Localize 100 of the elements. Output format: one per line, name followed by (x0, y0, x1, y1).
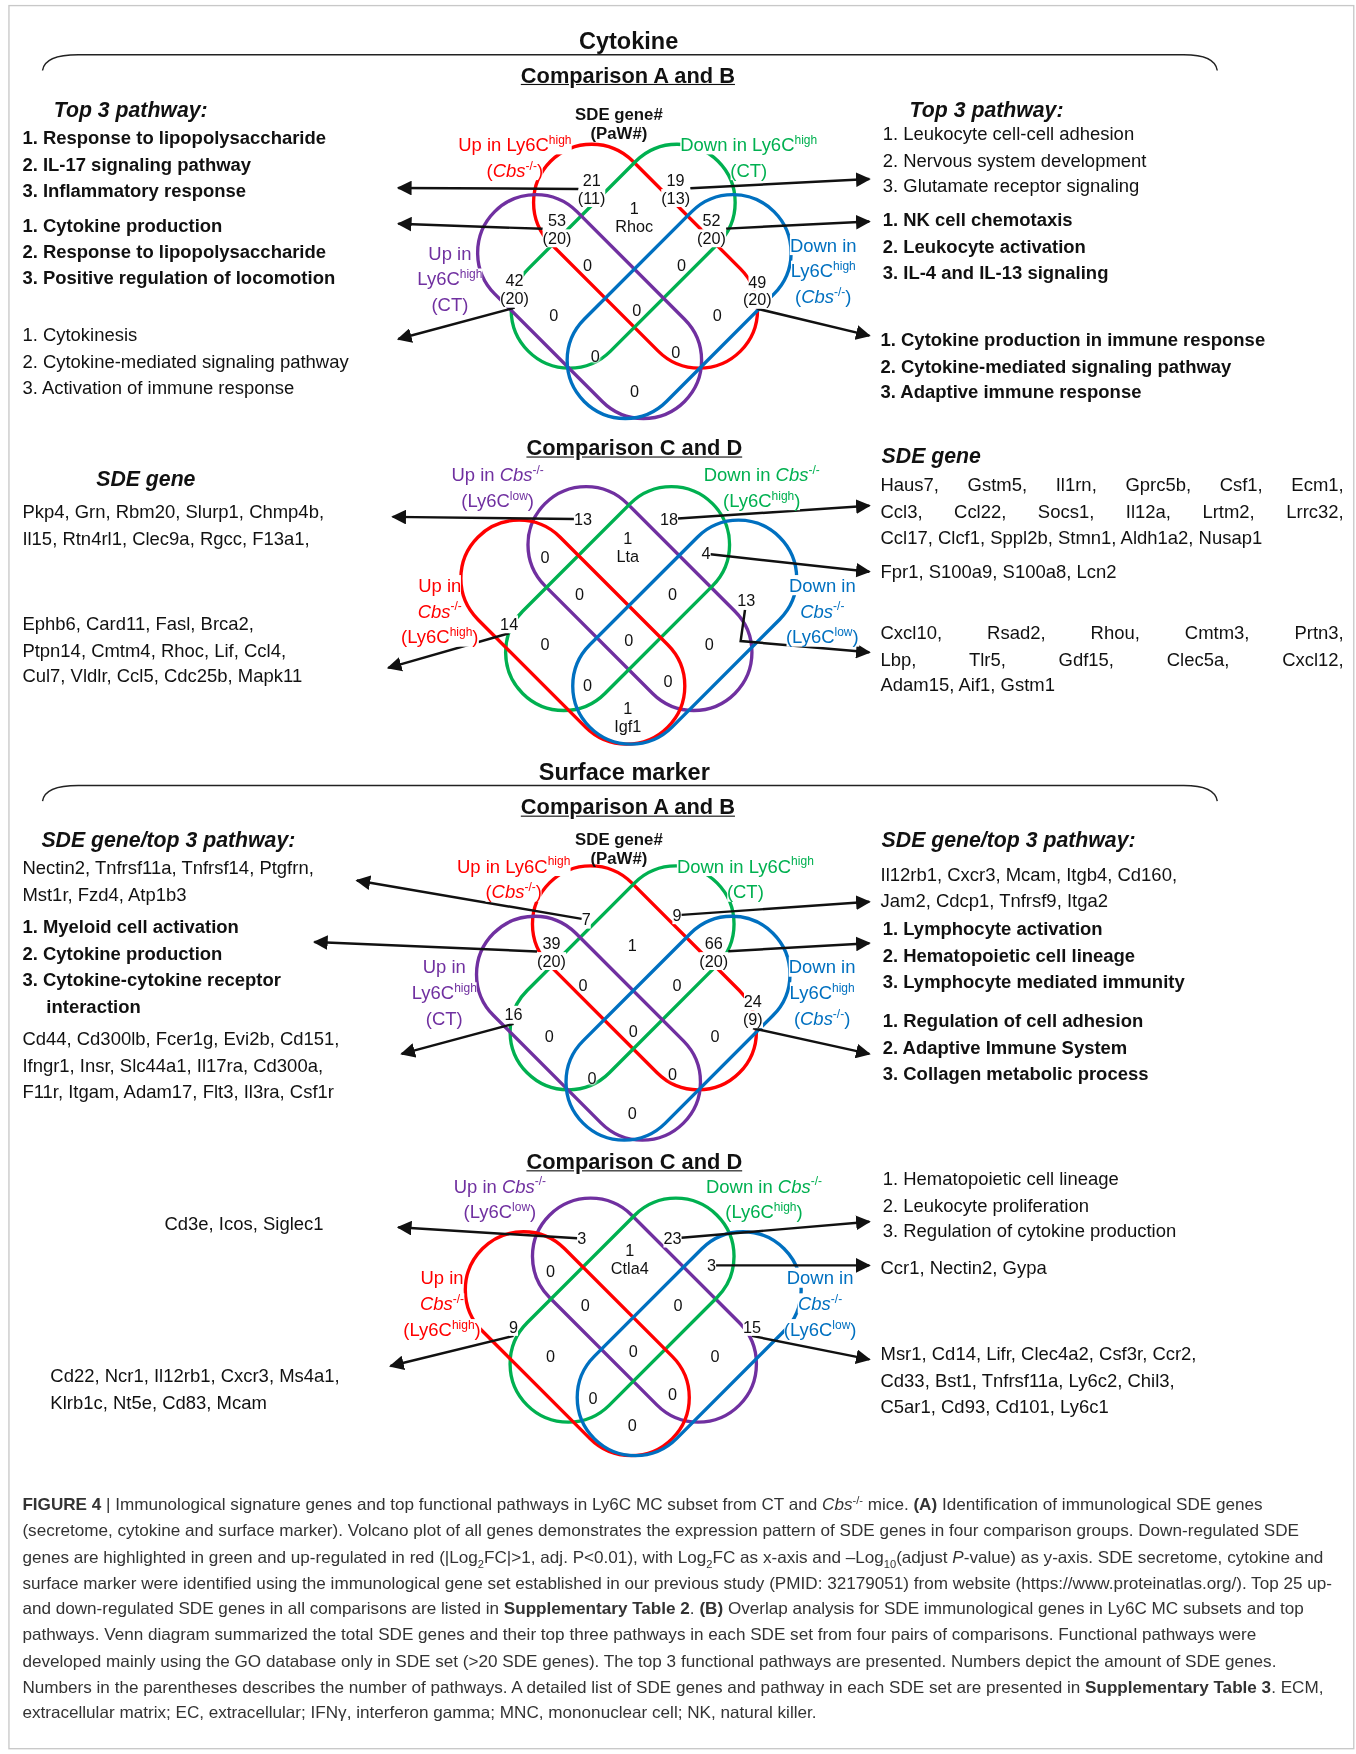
column-heading: Top 3 pathway: (53, 98, 208, 124)
arrow (677, 499, 871, 520)
region-count: 49 (20) (742, 273, 772, 309)
pathway-list: 1. Lymphocyte activation 2. Hematopoietic cell lineage 3. Lymphocyte mediated immunity (868, 916, 1249, 996)
pathway-list: 1. Cytokinesis 2. Cytokine-mediated signaling pathway 3. Activation of immune response (22, 322, 400, 402)
region-count: 0 (582, 256, 592, 275)
gene-list: Pkp4, Grn, Rbm20, Slurp1, Chmp4b, Il15, Rtn4rl1, Clec9a, Rgcc, F13a1, (22, 499, 394, 552)
region-count: 52 (20) (697, 211, 726, 248)
region-count: 1 Ctla4 (610, 1241, 649, 1278)
region-count: 0 (710, 1027, 720, 1045)
comparison-heading: Comparison C and D (526, 434, 743, 461)
pathway-list: 1. Cytokine production in immune response 2. Cytokine-mediated signaling pathway 3. Adaptive immune response (868, 326, 1352, 406)
region-count: 0 (667, 585, 677, 604)
arrow (690, 172, 871, 190)
pathway-list: 1. Response to lipopolysaccharide 2. IL-17 signaling pathway 3. Inflammatory response (22, 125, 400, 205)
comparison-heading: Comparison C and D (526, 1148, 743, 1175)
section-title: Cytokine (579, 27, 679, 55)
region-count: 1 Igf1 (614, 699, 642, 736)
region-count: 0 (676, 256, 686, 275)
region-count: 16 (504, 1005, 523, 1024)
set-label: Up in Cbs$^{-/-}$ (Ly6C$^{high}$) (401, 573, 479, 649)
region-count: 0 (632, 300, 642, 319)
set-label: Down in Ly6C$^{high}$ (Cbs$^{-/-}$) (788, 955, 856, 1031)
set-label: Down in Ly6C$^{high}$ (Cbs$^{-/-}$) (789, 233, 857, 309)
set-label: Down in Ly6C$^{high}$ (CT) (676, 853, 814, 904)
column-heading: SDE gene (96, 466, 196, 492)
region-count: 0 (629, 382, 639, 401)
region-count: 23 (663, 1229, 682, 1248)
gene-list: Cxcl10, Rsad2, Rhou, Cmtm3, Prtn3, Lbp, Tlr5, Gdf15, Clec5a, Cxcl12, Adam15, Aif1, Gstm1 (868, 619, 1344, 699)
arrow (312, 935, 538, 953)
arrow (396, 216, 543, 232)
gene-list: Ephb6, Card11, Fasl, Brca2, Ptpn14, Cmtm4, Rhoc, Lif, Ccl4, Cul7, Vldlr, Ccl5, Cdc25b, Mapk11 (22, 610, 390, 690)
region-count: 0 (667, 1385, 677, 1403)
arrow (716, 1258, 871, 1273)
region-count: 24 (9) (742, 992, 763, 1029)
set-label: Down in Cbs$^{-/-}$ (Ly6C$^{low}$) (785, 573, 859, 649)
gene-list: Cd3e, Icos, Siglec1 (164, 1210, 400, 1237)
region-count: 0 (627, 1416, 637, 1435)
region-count: 21 (11) (577, 171, 606, 207)
gene-list: Cd22, Ncr1, Il12rb1, Cxcr3, Ms4a1, Klrb1c, Nt5e, Cd83, Mcam (50, 1362, 392, 1416)
comparison-heading: Comparison A and B (520, 793, 735, 820)
arrow (396, 180, 579, 196)
pathway-list: 1. Cytokine production 2. Response to lipopolysaccharide 3. Positive regulation of locomotion (22, 212, 400, 292)
region-count: 0 (588, 1389, 598, 1408)
region-count: 0 (704, 635, 714, 654)
region-count: 1 Rhoc (615, 199, 654, 235)
region-count: 0 (575, 585, 585, 604)
region-count: 13 (737, 591, 756, 610)
region-count: 0 (544, 1027, 554, 1045)
column-heading: SDE gene/top 3 pathway: (881, 827, 1136, 853)
region-count: 0 (540, 635, 550, 654)
region-count: 0 (667, 1065, 677, 1083)
arrow (681, 1215, 871, 1239)
arrow (681, 895, 871, 917)
gene-list: Ccr1, Nectin2, Gypa (868, 1255, 1160, 1282)
region-count: 0 (578, 976, 588, 995)
region-count: 0 (663, 672, 673, 691)
arrow (739, 609, 871, 659)
gene-list: Msr1, Cd14, Lifr, Clec4a2, Csf3r, Ccr2, Cd33, Bst1, Tnfrsf11a, Ly6c2, Chil3, C5ar1, Cd93, Cd101, Ly6c1 (868, 1341, 1344, 1421)
gene-list: Fpr1, S100a9, S100a8, Lcn2 (868, 559, 1160, 586)
region-count: 0 (549, 306, 559, 325)
region-count: 0 (540, 548, 550, 567)
region-count: 0 (671, 343, 681, 362)
region-count: 0 (580, 1296, 590, 1315)
pathway-list: 1. NK cell chemotaxis 2. Leukocyte activation 3. IL-4 and IL-13 signaling (868, 207, 1204, 286)
figure-caption: FIGURE 4 | Immunological signature genes and top functional pathways in Ly6C MC subset from CT and Cbs$^{-/-}$ mice. (A) Identification of immunological SDE genes (secretome, cytokine and surface marker). Volcano plot of all genes demonstrates the expression pattern of SDE genes in four comparison groups. Down-regulated SDE genes are highlighted in green and up-regulated in red (|Log$_{2}$FC|>1, adj. P<0.01), with Log$_{2}$FC as x-axis and –Log$_{10}$(adjust P-value) as y-axis. SDE secretome, cytokine and surface marker were identified using the immunological gene set established in our previous study (PMID: 32179051) from website (https://www.proteinatlas.org/). Top 25 up- and down-regulated SDE genes in all comparisons are listed in Supplementary Table 2. (B) Overlap analysis for SDE immunological genes in Ly6C MC subsets and top pathways. Venn diagram summarized the total SDE genes and their top three pathways in each SDE set from four pairs of comparisons. Functional pathways were developed mainly using the GO database only in SDE set (>20 SDE genes). The top 3 functional pathways are presented. Numbers depict the amount of SDE genes. Numbers in the parentheses describes the number of pathways. A detailed list of SDE genes and pathway in each SDE set are presented in Supplementary Table 3. ECM, extracellular matrix; EC, extracellular; IFNγ, interferon gamma; MNC, mononuclear cell; NK, natural killer. (22, 1492, 1333, 1725)
arrow (396, 1220, 578, 1240)
arrow (751, 1334, 871, 1364)
gene-list: Haus7, Gstm5, Il1rn, Gprc5b, Csf1, Ecm1, Ccl3, Ccl22, Socs1, Il12a, Lrtm2, Lrrc32, Ccl17, Clcf1, Sppl2b, Stmn1, Aldh1a2, Nusap1 (868, 472, 1344, 551)
set-label: Up in Ly6C$^{high}$ (Cbs$^{-/-}$) (458, 132, 572, 183)
region-count: 39 (20) (537, 934, 566, 970)
region-count: 0 (627, 1104, 637, 1123)
region-count: 14 (500, 615, 519, 634)
pathway-list: 1. Regulation of cell adhesion 2. Adaptive Immune System 3. Collagen metabolic process (868, 1008, 1249, 1087)
region-count: 1 (627, 936, 637, 955)
section-title: Surface marker (538, 758, 710, 786)
arrow (391, 509, 574, 525)
region-count: 66 (20) (699, 934, 729, 970)
count-note: SDE gene# (PaW#) (575, 104, 663, 143)
arrow (710, 553, 871, 578)
region-count: 9 (672, 906, 682, 925)
set-label: Down in Cbs$^{-/-}$ (Ly6C$^{high}$) (703, 462, 820, 513)
gene-list: Nectin2, Tnfrsf11a, Tnfrsf14, Ptgfrn, Mst1r, Fzd4, Atp1b3 (22, 854, 358, 908)
set-label: Down in Cbs$^{-/-}$ (Ly6C$^{high}$) (705, 1173, 822, 1224)
arrow (752, 1027, 871, 1059)
pathway-list: 1. Hematopoietic cell lineage 2. Leukocyte proliferation 3. Regulation of cytokine production (868, 1165, 1249, 1245)
region-count: 42 (20) (500, 271, 529, 308)
comparison-heading: Comparison A and B (520, 62, 735, 88)
region-count: 0 (546, 1262, 555, 1280)
arrow (757, 307, 871, 340)
gene-list: Cd44, Cd300lb, Fcer1g, Evi2b, Cd151, Ifngr1, Insr, Slc44a1, Il17ra, Cd300a, F11r, Itgam, Adam17, Flt3, Il3ra, Csf1r (22, 1025, 403, 1105)
region-count: 0 (624, 631, 634, 649)
region-count: 0 (628, 1342, 638, 1361)
count-note: SDE gene# (PaW#) (575, 829, 663, 868)
column-heading: Top 3 pathway: (909, 98, 1064, 124)
set-label: Up in Ly6C$^{high}$ (Cbs$^{-/-}$) (457, 853, 571, 904)
arrow (396, 306, 515, 343)
region-count: 7 (581, 910, 591, 929)
region-count: 0 (672, 976, 682, 995)
region-count: 0 (587, 1069, 597, 1088)
